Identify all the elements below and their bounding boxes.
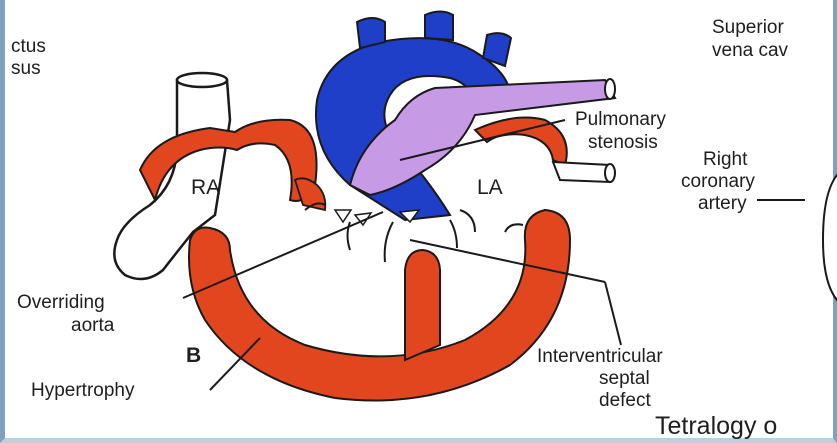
right-edge-structure [823,170,837,305]
overriding-aorta-label-line1: Overriding [17,292,105,313]
panel-label: B [186,344,201,367]
ductus-label-line2: sus [11,58,41,79]
ductus-label-line1: ctus [11,36,46,57]
pulmonary-vein-opening [605,164,615,182]
pulmonary-branch-opening [605,79,615,99]
svc-opening [177,73,227,87]
interventricular-label-line2: septal [599,368,650,389]
right-coronary-label-line1: Right [703,149,748,170]
aortic-branch-1 [357,18,385,48]
figure-caption: Tetralogy o [655,412,777,440]
interventricular-label-line3: defect [599,390,651,411]
overriding-aorta-label-line2: aorta [71,315,115,336]
tetralogy-diagram: ctus sus Superior vena cav Pulmonary ste… [5,0,837,443]
ra-label: RA [191,176,220,199]
left-atrium-wall [475,118,567,165]
pulmonary-stenosis-label-line1: Pulmonary [575,109,666,130]
valve-leaflets [335,210,419,225]
hypertrophy-label: Hypertrophy [31,380,135,401]
aortic-branch-2 [425,12,453,41]
right-coronary-label-line2: coronary [681,171,755,192]
pulmonary-stenosis-label-line2: stenosis [588,132,658,153]
superior-vena-cava-label-line2: vena cav [712,40,789,61]
superior-vena-cava-label-line1: Superior [712,17,784,38]
pulmonary-vein [553,162,610,182]
interventricular-label-line1: Interventricular [537,346,663,367]
la-label: LA [477,176,503,199]
right-coronary-label-line3: artery [698,193,747,214]
ventricle-myocardium [189,210,570,401]
interventricular-septum [405,250,440,360]
